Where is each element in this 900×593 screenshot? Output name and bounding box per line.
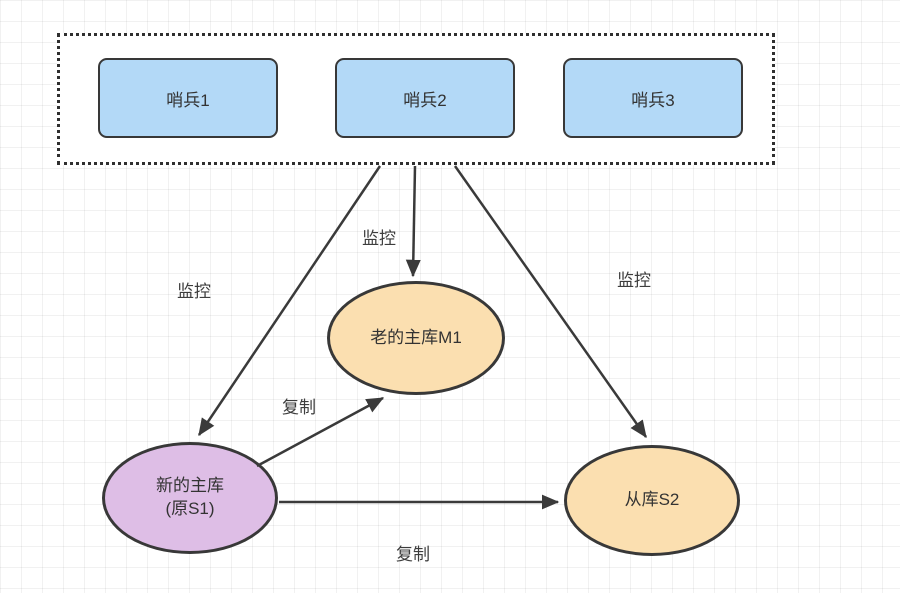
sentinel-3-label: 哨兵3 <box>631 90 675 110</box>
node-sentinel-2[interactable]: 哨兵2 <box>335 58 515 138</box>
slave-s2-label: 从库S2 <box>624 490 680 510</box>
node-old-master-m1[interactable]: 老的主库M1 <box>327 281 505 395</box>
edge-label-monitor-middle: 监控 <box>362 229 396 248</box>
edge-label-replicate-lower: 复制 <box>396 545 430 564</box>
old-master-label: 老的主库M1 <box>370 327 462 347</box>
edge-label-monitor-right: 监控 <box>617 271 651 290</box>
new-master-label-line1: 新的主库 <box>156 476 224 496</box>
edge-label-replicate-upper: 复制 <box>282 398 316 417</box>
edge-replicate-new-master-to-old-master <box>256 396 385 468</box>
sentinel-1-label: 哨兵1 <box>166 90 210 110</box>
node-new-master-s1[interactable]: 新的主库 (原S1) <box>102 442 278 554</box>
edge-monitor-sentinels-to-old-master <box>405 165 421 278</box>
node-slave-s2[interactable]: 从库S2 <box>564 445 740 556</box>
new-master-label-line2: (原S1) <box>165 499 215 518</box>
sentinel-2-label: 哨兵2 <box>403 90 447 110</box>
edge-label-monitor-left: 监控 <box>177 282 211 301</box>
node-sentinel-1[interactable]: 哨兵1 <box>98 58 278 138</box>
node-sentinel-3[interactable]: 哨兵3 <box>563 58 743 138</box>
